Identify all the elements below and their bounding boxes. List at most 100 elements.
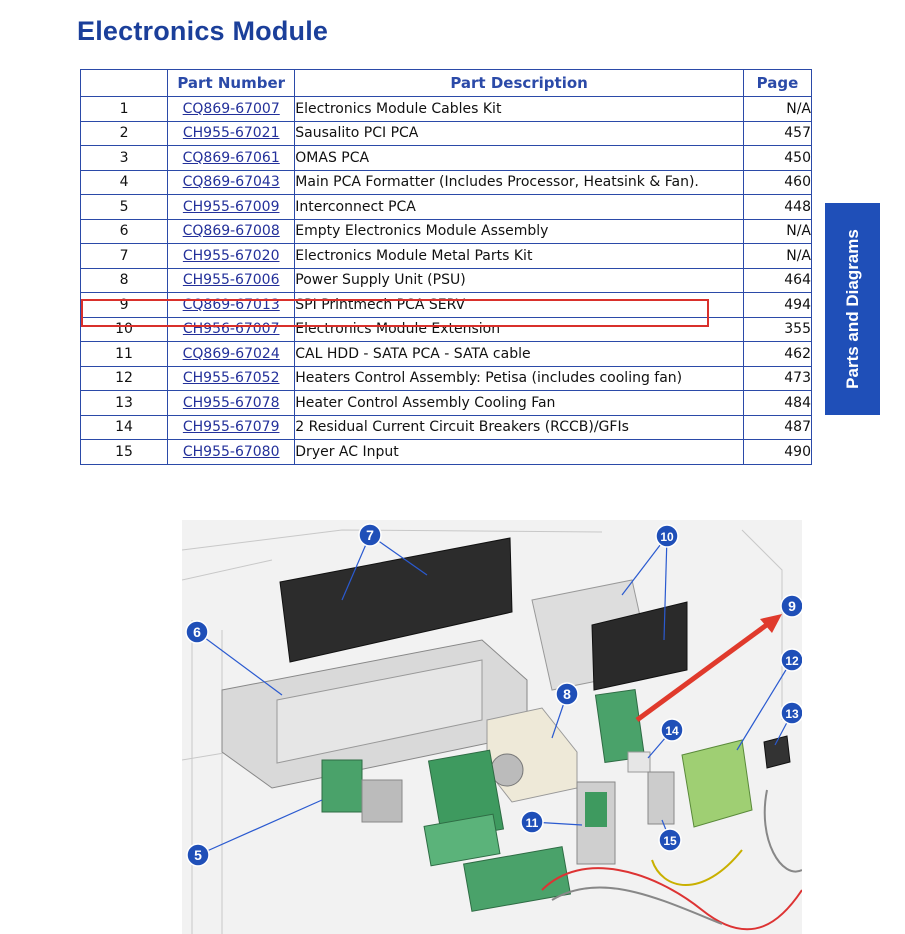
page-ref: 462 xyxy=(742,341,813,367)
exploded-diagram: 7 10 9 6 8 12 14 13 11 15 5 xyxy=(182,520,802,934)
part-number-link[interactable]: CH955-67009 xyxy=(182,198,280,215)
callout-label: 10 xyxy=(660,530,674,544)
heater-control-12 xyxy=(681,739,753,828)
row-index: 6 xyxy=(79,218,169,244)
part-number-cell: CQ869-67007 xyxy=(167,96,296,122)
part-number-link[interactable]: CH955-67052 xyxy=(182,370,280,387)
part-number-link[interactable]: CH955-67078 xyxy=(182,394,280,411)
row-index: 5 xyxy=(79,194,169,220)
page-ref: 487 xyxy=(742,414,813,440)
row-index: 15 xyxy=(79,439,169,465)
part-description: CAL HDD - SATA PCA - SATA cable xyxy=(294,341,744,367)
page-ref: 457 xyxy=(742,120,813,146)
part-number-cell: CH955-67009 xyxy=(167,194,296,220)
callout-13: 13 xyxy=(780,701,802,725)
part-description: Empty Electronics Module Assembly xyxy=(294,218,744,244)
part-number-cell: CQ869-67024 xyxy=(167,341,296,367)
callout-5: 5 xyxy=(186,843,210,867)
callout-9: 9 xyxy=(780,594,802,618)
highlight-box-row-9 xyxy=(81,299,709,327)
callout-arrow xyxy=(760,614,782,633)
callout-14: 14 xyxy=(660,718,684,742)
callout-label: 13 xyxy=(785,707,799,721)
row-index: 11 xyxy=(79,341,169,367)
row-index: 7 xyxy=(79,243,169,269)
row-index: 3 xyxy=(79,145,169,171)
callout-label: 6 xyxy=(193,624,201,640)
table-row: 1 CQ869-67007 Electronics Module Cables Ki… xyxy=(79,96,813,122)
part-description: OMAS PCA xyxy=(294,145,744,171)
col-header-index xyxy=(79,69,169,97)
part-number-link[interactable]: CH955-67079 xyxy=(182,419,280,436)
part-number-cell: CH955-67006 xyxy=(167,267,296,293)
part-description: Interconnect PCA xyxy=(294,194,744,220)
page-ref: 464 xyxy=(742,267,813,293)
page-ref: N/A xyxy=(742,96,813,122)
row-index: 8 xyxy=(79,267,169,293)
part-number-link[interactable]: CH955-67020 xyxy=(182,247,280,264)
row-index: 1 xyxy=(79,96,169,122)
part-number-cell: CH955-67080 xyxy=(167,439,296,465)
part-number-cell: CQ869-67061 xyxy=(167,145,296,171)
col-header-part-number: Part Number xyxy=(167,69,296,97)
callout-7: 7 xyxy=(358,523,382,547)
part-number-cell: CH955-67078 xyxy=(167,390,296,416)
part-number-link[interactable]: CH955-67080 xyxy=(182,443,280,460)
page-ref: 490 xyxy=(742,439,813,465)
part-number-link[interactable]: CQ869-67043 xyxy=(182,174,280,191)
callout-6: 6 xyxy=(185,620,209,644)
spi-pca-9 xyxy=(594,688,646,764)
part-number-cell: CH955-67020 xyxy=(167,243,296,269)
callout-label: 9 xyxy=(788,598,796,614)
extension-cover-10 xyxy=(591,601,688,691)
page-ref: N/A xyxy=(742,243,813,269)
col-header-description: Part Description xyxy=(294,69,744,97)
part-number-link[interactable]: CH955-67021 xyxy=(182,125,280,142)
part-number-cell: CQ869-67008 xyxy=(167,218,296,244)
part-description: Electronics Module Cables Kit xyxy=(294,96,744,122)
page-ref: 460 xyxy=(742,169,813,195)
callout-8: 8 xyxy=(555,682,579,706)
callout-label: 7 xyxy=(366,527,374,543)
table-header-row: Part Number Part Description Page xyxy=(79,69,813,97)
part-number-link[interactable]: CQ869-67061 xyxy=(182,149,280,166)
part-number-link[interactable]: CQ869-67024 xyxy=(182,345,280,362)
section-tab[interactable]: Parts and Diagrams xyxy=(825,203,880,415)
row-index: 10 xyxy=(79,316,169,342)
dryer-ac-input-15 xyxy=(647,771,675,825)
callout-15: 15 xyxy=(658,828,682,852)
page-title: Electronics Module xyxy=(77,16,329,46)
part-description: Heaters Control Assembly: Petisa (includ… xyxy=(294,365,744,391)
page-ref: N/A xyxy=(742,218,813,244)
part-description: Power Supply Unit (PSU) xyxy=(294,267,744,293)
page-ref: 473 xyxy=(742,365,813,391)
callout-label: 12 xyxy=(785,654,799,668)
part-number-link[interactable]: CQ869-67008 xyxy=(182,223,280,240)
part-description: Main PCA Formatter (Includes Processor, … xyxy=(294,169,744,195)
part-number-link[interactable]: CQ869-67007 xyxy=(182,100,280,117)
callout-label: 14 xyxy=(665,724,679,738)
table-row: 7 CH955-67020 Electronics Module Metal Par… xyxy=(79,243,813,269)
page-ref: 494 xyxy=(742,292,813,318)
page-ref: 484 xyxy=(742,390,813,416)
page-ref: 450 xyxy=(742,145,813,171)
part-number-cell: CH955-67021 xyxy=(167,120,296,146)
callout-12: 12 xyxy=(780,648,802,672)
page-ref: 355 xyxy=(742,316,813,342)
callout-label: 8 xyxy=(563,686,571,702)
callout-11: 11 xyxy=(520,810,544,834)
part-number-link[interactable]: CH955-67006 xyxy=(182,272,280,289)
part-description: Electronics Module Metal Parts Kit xyxy=(294,243,744,269)
row-index: 14 xyxy=(79,414,169,440)
metal-panel-7 xyxy=(279,537,513,663)
callout-label: 11 xyxy=(526,816,539,830)
row-index: 13 xyxy=(79,390,169,416)
table-row: 6 CQ869-67008 Empty Electronics Module Ass… xyxy=(79,218,813,244)
